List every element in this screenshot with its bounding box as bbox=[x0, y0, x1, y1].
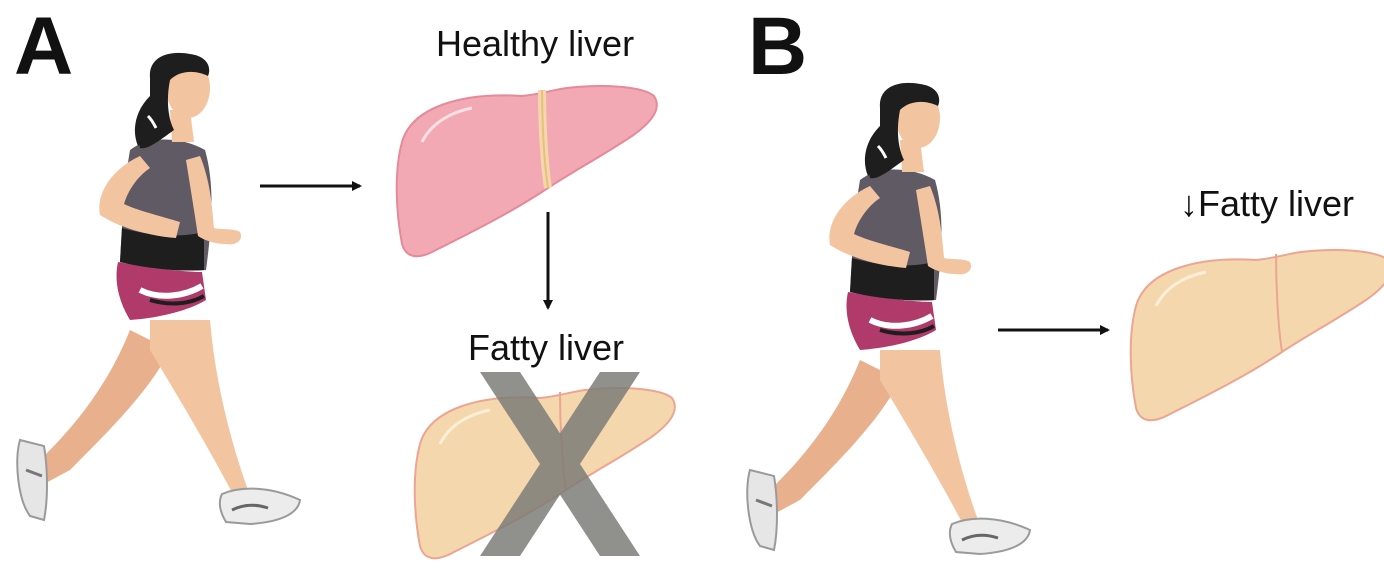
healthy-liver-icon bbox=[397, 86, 657, 256]
runner-icon-b bbox=[747, 83, 1030, 554]
runner-icon-a bbox=[17, 53, 300, 524]
reduced-fatty-liver-icon bbox=[1131, 250, 1384, 420]
